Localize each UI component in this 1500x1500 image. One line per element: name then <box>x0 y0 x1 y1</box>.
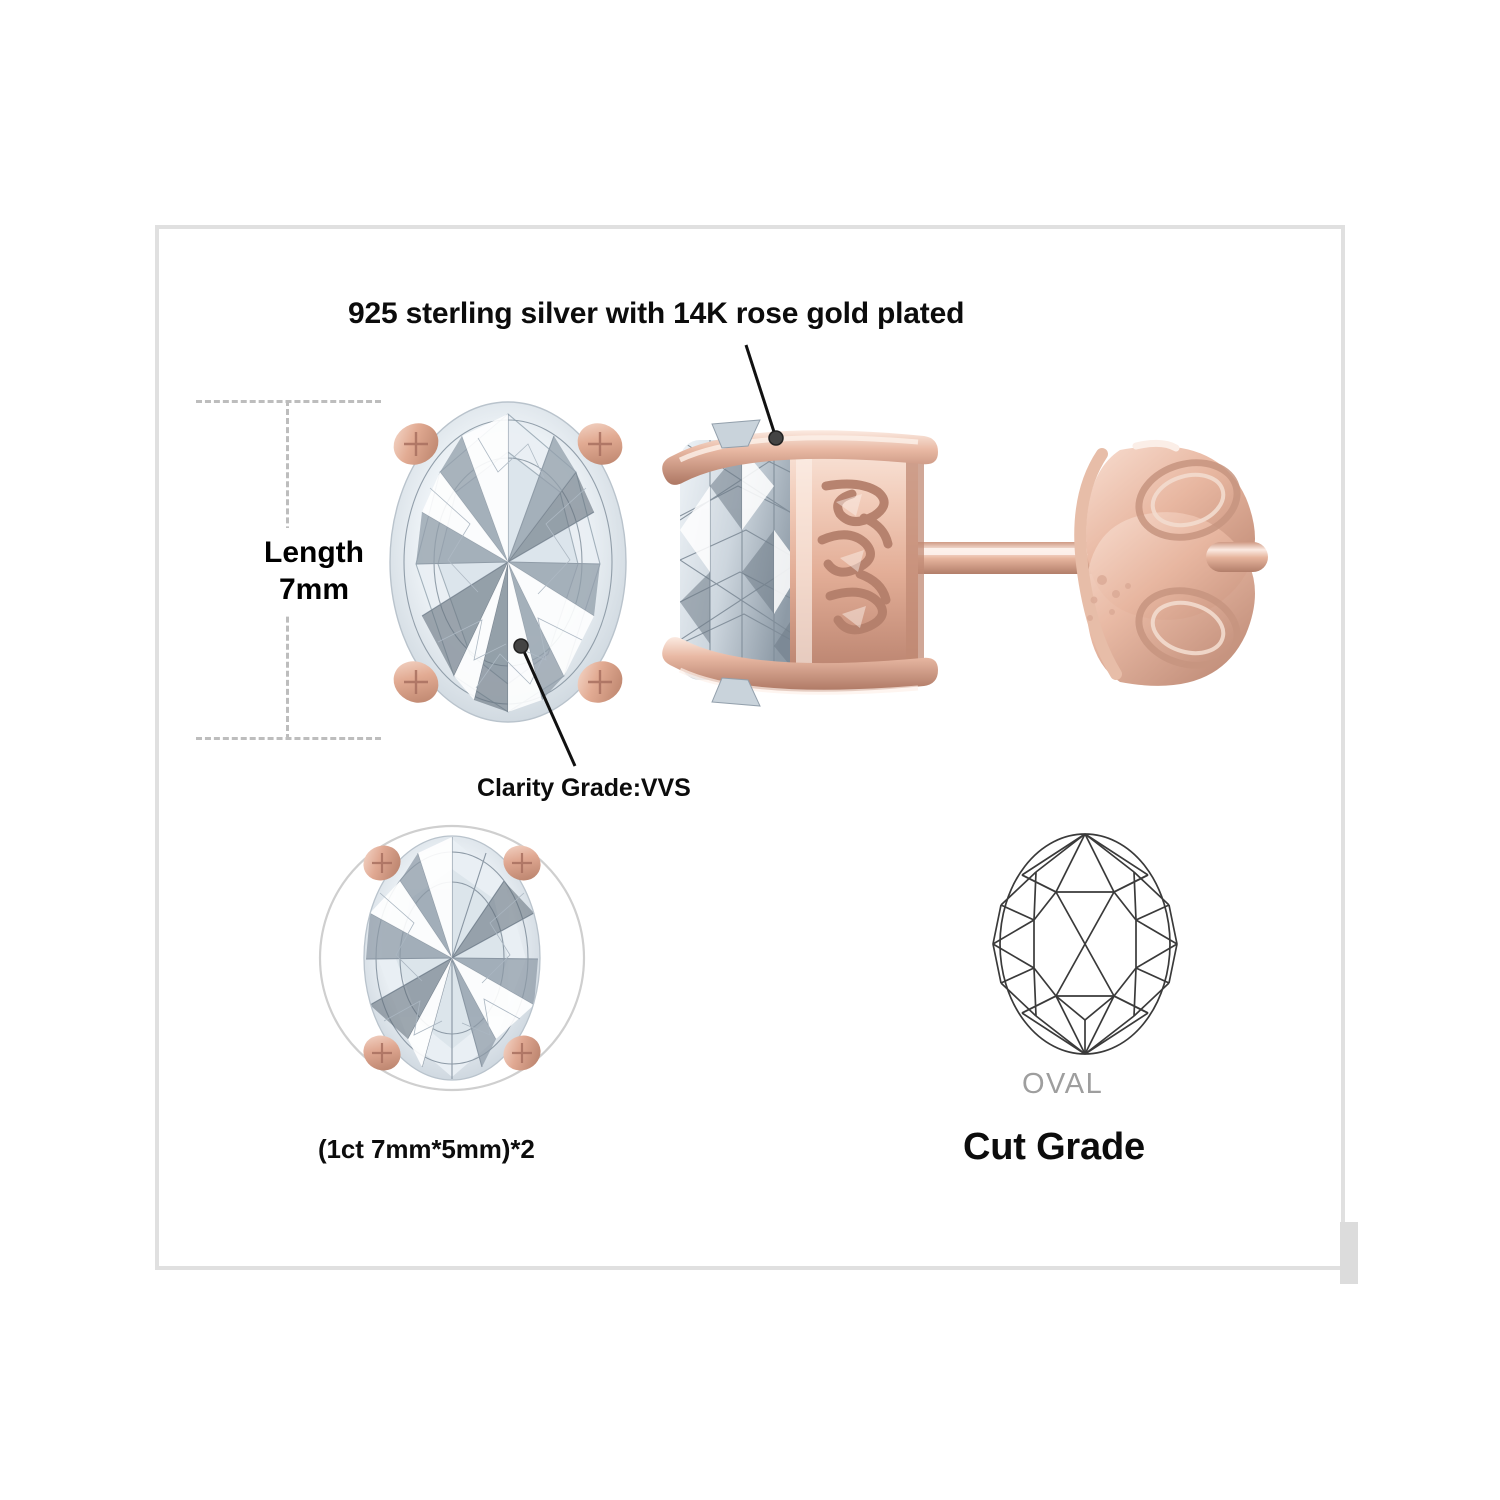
length-label-value: 7mm <box>278 573 350 606</box>
front-view-diamond <box>389 401 627 723</box>
metal-callout-text: 925 sterling silver with 14K rose gold p… <box>348 297 965 330</box>
cut-shape-name: OVAL <box>1022 1068 1104 1100</box>
carat-label: (1ct 7mm*5mm)*2 <box>318 1134 535 1164</box>
clarity-callout-text: Clarity Grade:VVS <box>477 774 691 802</box>
side-gem <box>680 440 802 680</box>
oval-cut-diagram-icon <box>992 833 1178 1055</box>
scrollbar-nub[interactable] <box>1340 1222 1358 1284</box>
side-view-earring <box>662 419 1268 707</box>
length-label: Length 7mm <box>228 528 400 614</box>
clutch-texture <box>1087 575 1131 621</box>
butterfly-back <box>1074 439 1268 686</box>
cut-grade-label: Cut Grade <box>963 1126 1145 1168</box>
carat-sample-circle <box>318 824 586 1092</box>
length-label-word: Length <box>264 536 364 569</box>
prong-group <box>393 423 623 703</box>
filigree-scrollwork <box>817 479 893 635</box>
filigree-setting <box>790 450 924 672</box>
prong-group <box>363 845 541 1071</box>
setting-rails <box>662 419 938 707</box>
infographic-card-frame <box>155 225 1345 1270</box>
sample-circle-outline <box>318 824 586 1092</box>
